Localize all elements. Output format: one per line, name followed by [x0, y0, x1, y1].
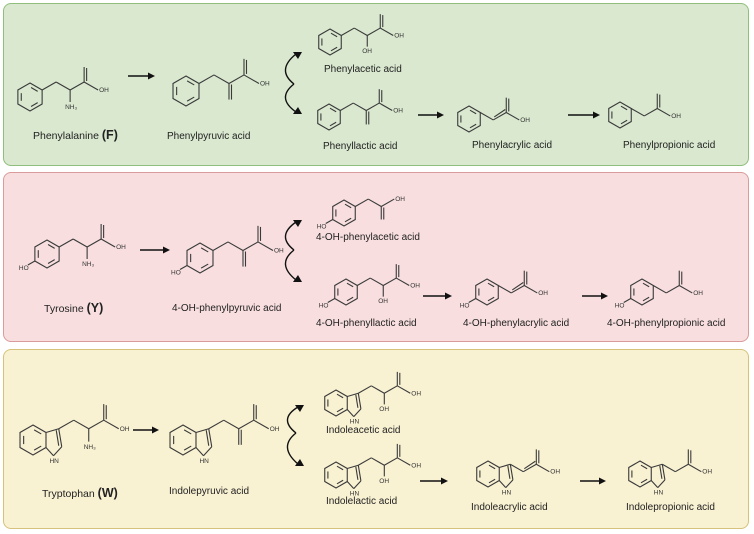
svg-text:HN: HN [199, 458, 209, 465]
branch-arrow-4-oh-phenylpyruvic [284, 220, 302, 282]
tryptophan-panel [3, 349, 749, 529]
4-oh-phenylpropionic-acid-label: 4-OH-phenylpropionic acid [607, 318, 726, 329]
4-oh-phenylpropionic-acid-structure: HO OH [615, 270, 703, 310]
indolelactic-acid-structure: HN OH OH [324, 443, 421, 498]
tyrosine-label: Tyrosine (Y) [44, 301, 104, 315]
indolepyruvic-acid-label: Indolepyruvic acid [169, 486, 250, 497]
phenylpyruvic-acid-label: Phenylpyruvic acid [167, 131, 251, 142]
svg-text:OH: OH [270, 426, 280, 433]
svg-text:OH: OH [379, 478, 389, 485]
indolepyruvic-acid-structure: HN OH [169, 404, 280, 465]
arrow-phe-to-pyruvic [128, 72, 155, 80]
svg-text:OH: OH [411, 390, 421, 397]
tyrosine-panel [3, 172, 749, 342]
svg-text:HO: HO [317, 224, 327, 231]
svg-text:OH: OH [116, 244, 126, 251]
4-oh-phenylacetic-acid-label: 4-OH-phenylacetic acid [316, 232, 420, 243]
svg-text:OH: OH [362, 48, 372, 55]
arrow-tyr-to-pyruvic [140, 246, 170, 254]
indoleacetic-acid-structure: HN OH OH [324, 371, 421, 426]
svg-text:OH: OH [99, 87, 109, 94]
indoleacrylic-acid-label: Indoleacrylic acid [471, 502, 548, 513]
svg-text:HO: HO [460, 303, 470, 310]
svg-text:HN: HN [350, 419, 360, 426]
tyrosine-structure: HO NH₃ OH [19, 224, 126, 272]
branch-arrow-indolepyruvic [286, 405, 304, 466]
svg-text:HO: HO [171, 270, 181, 277]
svg-text:HN: HN [654, 490, 664, 497]
phenylacetic-acid-label: Phenylacetic acid [324, 64, 402, 75]
arrow-4-oh-acrylic-to-propionic [582, 292, 608, 300]
phenyllactic-acid-structure: OH [317, 89, 403, 131]
arrow-trp-to-pyruvic [133, 426, 159, 434]
svg-text:OH: OH [550, 469, 560, 476]
phenylpropionic-acid-label: Phenylpropionic acid [623, 140, 716, 151]
svg-text:OH: OH [411, 462, 421, 469]
branch-arrow-phenylpyruvic [284, 52, 302, 114]
4-oh-phenylpyruvic-acid-label: 4-OH-phenylpyruvic acid [172, 303, 282, 314]
tryptophan-structure: HN NH₃ OH [19, 404, 130, 465]
phenyllactic-acid-label: Phenyllactic acid [323, 141, 398, 152]
indolelactic-acid-label: Indolelactic acid [326, 496, 398, 507]
svg-text:NH₃: NH₃ [65, 104, 77, 111]
tryptophan-label: Tryptophan (W) [42, 486, 118, 500]
svg-text:NH₃: NH₃ [82, 261, 94, 268]
4-oh-phenylacrylic-acid-label: 4-OH-phenylacrylic acid [463, 318, 570, 329]
indoleacrylic-acid-structure: HN OH [476, 449, 560, 497]
svg-text:OH: OH [520, 117, 530, 124]
4-oh-phenylpyruvic-acid-structure: HO OH [171, 225, 284, 277]
phenylpyruvic-acid-structure: OH [172, 58, 270, 107]
4-oh-phenylacetic-acid-structure: HO OH [317, 196, 406, 230]
svg-text:OH: OH [702, 469, 712, 476]
svg-text:OH: OH [393, 108, 403, 115]
4-oh-phenylacrylic-acid-structure: HO OH [460, 270, 548, 310]
phenylalanine-structure: NH₃ OH [17, 67, 109, 112]
svg-text:HN: HN [350, 491, 360, 498]
arrow-indolelactic-to-acrylic [420, 477, 448, 485]
indolepropionic-acid-label: Indolepropionic acid [626, 502, 715, 513]
indolepropionic-acid-structure: HN OH [628, 449, 712, 497]
phenylalanine-label: Phenylalanine (F) [33, 128, 118, 142]
svg-text:HO: HO [319, 303, 329, 310]
svg-text:OH: OH [379, 406, 389, 413]
svg-text:HN: HN [49, 458, 59, 465]
svg-text:OH: OH [378, 298, 388, 305]
svg-text:OH: OH [274, 248, 284, 255]
svg-text:OH: OH [693, 290, 703, 297]
svg-text:HO: HO [19, 265, 29, 272]
arrow-phenyllactic-to-acrylic [418, 111, 444, 119]
arrow-indoleacrylic-to-propionic [580, 477, 606, 485]
svg-text:OH: OH [671, 113, 681, 120]
svg-text:OH: OH [410, 283, 420, 290]
4-oh-phenyllactic-acid-structure: HO OH OH [319, 264, 420, 310]
phenylacetic-acid-structure: OH OH [318, 14, 404, 56]
svg-text:HO: HO [615, 303, 625, 310]
svg-text:OH: OH [394, 33, 404, 40]
svg-text:NH₃: NH₃ [84, 444, 96, 451]
phenylacrylic-acid-structure: OH [457, 97, 530, 133]
4-oh-phenyllactic-acid-label: 4-OH-phenyllactic acid [316, 318, 417, 329]
svg-text:OH: OH [538, 290, 548, 297]
arrow-4-oh-lactic-to-acrylic [423, 292, 452, 300]
phenylacrylic-acid-label: Phenylacrylic acid [472, 140, 553, 151]
svg-text:OH: OH [120, 426, 130, 433]
svg-text:HN: HN [502, 490, 512, 497]
svg-text:OH: OH [260, 81, 270, 88]
arrow-phenylacrylic-to-propionic [568, 111, 600, 119]
svg-text:OH: OH [395, 196, 405, 203]
phenylpropionic-acid-structure: OH [608, 93, 681, 129]
indoleacetic-acid-label: Indoleacetic acid [326, 425, 401, 436]
